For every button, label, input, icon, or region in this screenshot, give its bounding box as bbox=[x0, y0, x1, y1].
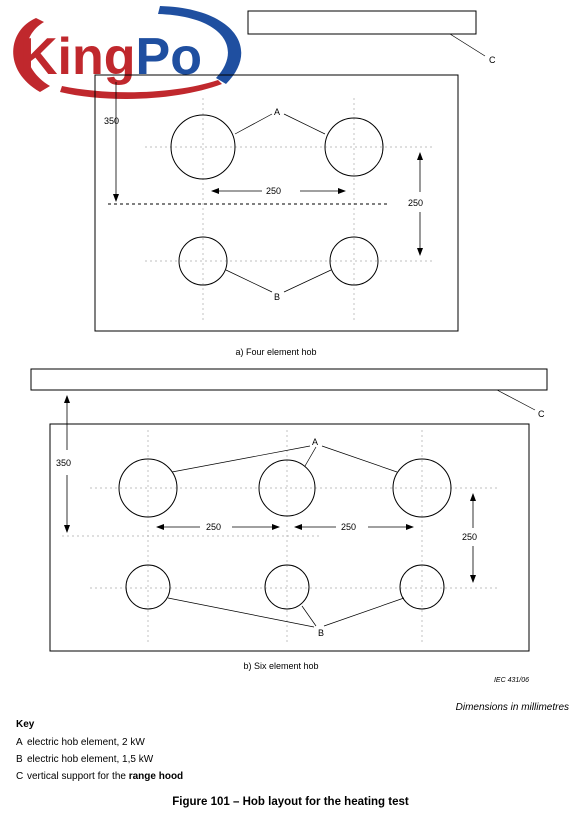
leader-a-b-mid bbox=[304, 446, 317, 467]
logo-text: KingPo bbox=[20, 28, 202, 86]
hob-element-a-large-mid-b bbox=[258, 459, 316, 517]
label-c-a: C bbox=[489, 55, 496, 65]
leader-b-b-right bbox=[323, 597, 405, 627]
figure-title: Figure 101 – Hob layout for the heating … bbox=[172, 796, 409, 808]
hob-element-a-large-left-b bbox=[118, 458, 178, 518]
hob-outline-a bbox=[94, 74, 459, 332]
leader-c-a bbox=[449, 33, 486, 57]
label-b-b: B bbox=[318, 628, 324, 638]
dim-250-v-a: 250 bbox=[408, 198, 423, 208]
caption-b: b) Six element hob bbox=[243, 661, 318, 671]
label-c-b: C bbox=[538, 409, 545, 419]
iec-reference: IEC 431/06 bbox=[493, 677, 529, 684]
range-hood-support-b bbox=[30, 368, 548, 391]
logo-text-po: Po bbox=[136, 28, 202, 86]
figure-a-four-element-hob: C A B 350 250 250 a) bbox=[94, 10, 496, 357]
hob-element-b-small-left bbox=[178, 236, 228, 286]
logo-text-king: King bbox=[20, 28, 136, 86]
key-text: vertical support for the bbox=[27, 771, 126, 782]
key-text: electric hob element, 2 kW bbox=[27, 737, 145, 748]
centre-lines-a bbox=[145, 98, 432, 322]
label-a-a: A bbox=[274, 107, 280, 117]
hob-element-b-small-right bbox=[329, 236, 379, 286]
key-letter: B bbox=[16, 754, 23, 765]
hob-element-a-large-right-b bbox=[392, 458, 452, 518]
dim-250-h1-b: 250 bbox=[206, 522, 221, 532]
key-text: electric hob element, 1,5 kW bbox=[27, 754, 154, 765]
dim-250-h2-b: 250 bbox=[341, 522, 356, 532]
leader-b-a-left bbox=[225, 269, 273, 293]
leader-b-b-mid bbox=[301, 605, 317, 627]
leader-c-b bbox=[496, 389, 536, 411]
leader-a-b-right bbox=[321, 445, 398, 473]
range-hood-support-a bbox=[247, 10, 477, 35]
hob-element-b-small-mid-b bbox=[264, 564, 310, 610]
dim-350-a: 350 bbox=[104, 116, 119, 126]
hob-element-a-large-right bbox=[324, 117, 384, 177]
key-letter: C bbox=[16, 771, 24, 782]
figure-b-six-element-hob: C A B 350 25 bbox=[30, 368, 548, 671]
leader-b-a-right bbox=[283, 269, 332, 293]
logo-ring-red bbox=[13, 18, 50, 92]
hob-element-a-large-left bbox=[170, 114, 236, 180]
leader-a-b-left bbox=[171, 445, 311, 473]
kingpo-logo: KingPo bbox=[13, 6, 242, 99]
leader-a-a-right bbox=[283, 113, 326, 135]
leader-b-b-left bbox=[167, 597, 315, 628]
logo-swoosh bbox=[60, 80, 222, 99]
dim-350-b: 350 bbox=[56, 458, 71, 468]
hob-element-b-small-right-b bbox=[399, 564, 445, 610]
hob-outline-b bbox=[49, 423, 530, 652]
key-text-bold: range hood bbox=[128, 771, 184, 782]
label-a-b: A bbox=[312, 437, 318, 447]
leader-a-a-left bbox=[234, 113, 273, 135]
dim-250-h-a: 250 bbox=[266, 186, 281, 196]
key-letter: A bbox=[16, 737, 23, 748]
key-title: Key bbox=[16, 719, 35, 730]
label-b-a: B bbox=[274, 292, 280, 302]
hob-element-b-small-left-b bbox=[125, 564, 171, 610]
dimensions-note: Dimensions in millimetres bbox=[455, 702, 569, 713]
caption-a: a) Four element hob bbox=[235, 347, 316, 357]
logo-ring-blue bbox=[158, 6, 242, 84]
dim-250-v-b: 250 bbox=[462, 532, 477, 542]
centre-lines-b bbox=[90, 430, 500, 642]
